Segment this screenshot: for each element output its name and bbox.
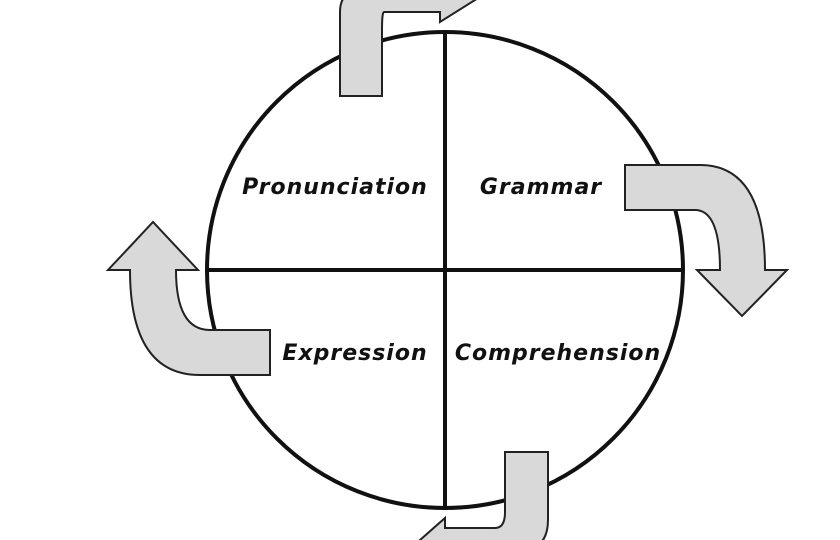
curved-arrow-left <box>105 220 271 376</box>
quadrant-label-pronunciation: Pronunciation <box>242 175 428 200</box>
quadrant-label-expression: Expression <box>282 341 427 366</box>
curved-arrow-bottom <box>418 451 549 540</box>
curved-arrow-right <box>624 164 790 318</box>
quadrant-label-grammar: Grammar <box>480 175 602 200</box>
quadrant-label-comprehension: Comprehension <box>455 341 661 366</box>
curved-arrow-top <box>339 0 477 97</box>
